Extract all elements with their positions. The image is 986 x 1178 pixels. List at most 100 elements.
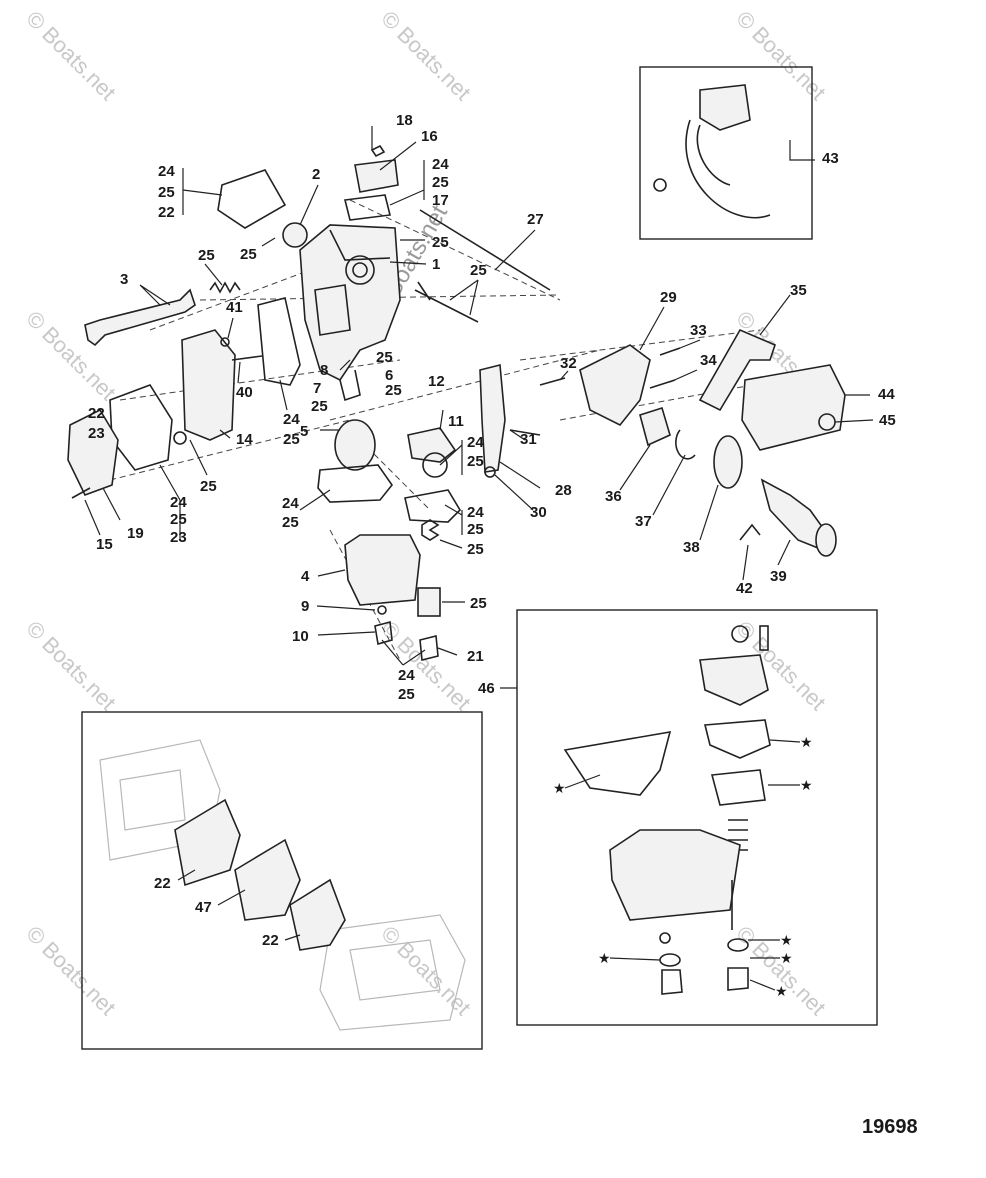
kit-star: ★	[800, 778, 813, 794]
kit-star: ★	[800, 735, 813, 751]
spring	[209, 281, 241, 294]
callout-25: 25	[283, 431, 300, 448]
callout-24: 24	[158, 163, 175, 180]
inset-box-46	[516, 609, 878, 1026]
callout-25: 25	[170, 511, 187, 528]
callout-12: 12	[428, 373, 445, 390]
callout-24: 24	[432, 156, 449, 173]
callout-25: 25	[432, 174, 449, 191]
callout-22: 22	[88, 405, 105, 422]
callout-28: 28	[555, 482, 572, 499]
callout-42: 42	[736, 580, 753, 597]
pump-cover-11	[407, 427, 457, 463]
kit-markers: ★ ★ ★ ★ ★ ★ ★	[553, 735, 813, 1000]
choke-lever	[479, 363, 506, 473]
callout-18: 18	[396, 112, 413, 129]
callout-19: 19	[127, 525, 144, 542]
callout-25: 25	[385, 382, 402, 399]
bowl-gasket	[317, 464, 393, 503]
inset-box-47	[81, 711, 483, 1050]
callout-29: 29	[660, 289, 677, 306]
fitting	[173, 431, 187, 445]
callout-25: 25	[240, 246, 257, 263]
carburetor-body	[299, 224, 401, 402]
screw-9	[377, 605, 387, 615]
body-gasket	[257, 297, 301, 386]
watermark: © Boats.net	[21, 616, 120, 715]
bracket	[579, 344, 651, 427]
callout-25: 25	[470, 262, 487, 279]
kit-star: ★	[598, 951, 611, 967]
callout-25: 25	[311, 398, 328, 415]
callout-37: 37	[635, 513, 652, 530]
callout-25: 25	[432, 234, 449, 251]
callout-43: 43	[822, 150, 839, 167]
callout-17: 17	[432, 192, 449, 209]
callout-23: 23	[170, 529, 187, 546]
callout-25: 25	[158, 184, 175, 201]
callout-15: 15	[96, 536, 113, 553]
knob-45	[818, 413, 836, 431]
callout-22: 22	[262, 932, 279, 949]
callout-22: 22	[154, 875, 171, 892]
callout-22: 22	[158, 204, 175, 221]
callout-41: 41	[226, 299, 243, 316]
screw-40	[231, 355, 263, 361]
callout-46: 46	[478, 680, 495, 697]
callouts: 18 16 24 25 17 24 25 22 2 25 25 27 1 25 …	[88, 112, 896, 949]
callout-45: 45	[879, 412, 896, 429]
callout-14: 14	[236, 431, 253, 448]
callout-25: 25	[470, 595, 487, 612]
callout-2: 2	[312, 166, 320, 183]
inset-box-43	[639, 66, 813, 240]
callout-40: 40	[236, 384, 253, 401]
screw-31	[509, 429, 541, 436]
jet-25	[417, 587, 441, 617]
clip-42	[739, 523, 761, 541]
callout-10: 10	[292, 628, 309, 645]
callout-16: 16	[421, 128, 438, 145]
callout-30: 30	[530, 504, 547, 521]
choke-housing	[741, 364, 846, 451]
callout-7: 7	[313, 380, 321, 397]
retaining-ring	[675, 429, 696, 460]
callout-34: 34	[700, 352, 717, 369]
kit-star: ★	[780, 933, 793, 949]
link-rod	[419, 209, 551, 291]
callout-39: 39	[770, 568, 787, 585]
callout-25: 25	[198, 247, 215, 264]
callout-47: 47	[195, 899, 212, 916]
adjust-screw	[414, 281, 479, 323]
callout-5: 5	[300, 423, 308, 440]
callout-35: 35	[790, 282, 807, 299]
callout-24: 24	[170, 494, 187, 511]
callout-9: 9	[301, 598, 309, 615]
callout-3: 3	[120, 271, 128, 288]
pump-diaphragm-25	[422, 452, 448, 478]
kit-star: ★	[775, 984, 788, 1000]
callout-6: 6	[385, 367, 393, 384]
callout-25: 25	[467, 453, 484, 470]
callout-31: 31	[520, 431, 537, 448]
plug-10	[374, 620, 393, 646]
knob	[815, 523, 837, 557]
kit-star: ★	[780, 951, 793, 967]
plug-21	[419, 634, 439, 662]
pump-spring	[421, 519, 440, 541]
callout-1: 1	[432, 256, 440, 273]
callout-25: 25	[200, 478, 217, 495]
watermark: © Boats.net	[376, 921, 475, 1020]
callout-32: 32	[560, 355, 577, 372]
pump-cover	[67, 408, 119, 497]
connector-36	[639, 406, 671, 447]
cover-plate	[354, 159, 399, 193]
rebuild-kit-assembly	[563, 625, 771, 995]
kit-star: ★	[553, 781, 566, 797]
callout-24: 24	[398, 667, 415, 684]
watermark: © Boats.net	[21, 921, 120, 1020]
callout-25: 25	[467, 521, 484, 538]
washer-30	[484, 466, 496, 478]
disc-38	[713, 435, 743, 489]
callout-21: 21	[467, 648, 484, 665]
